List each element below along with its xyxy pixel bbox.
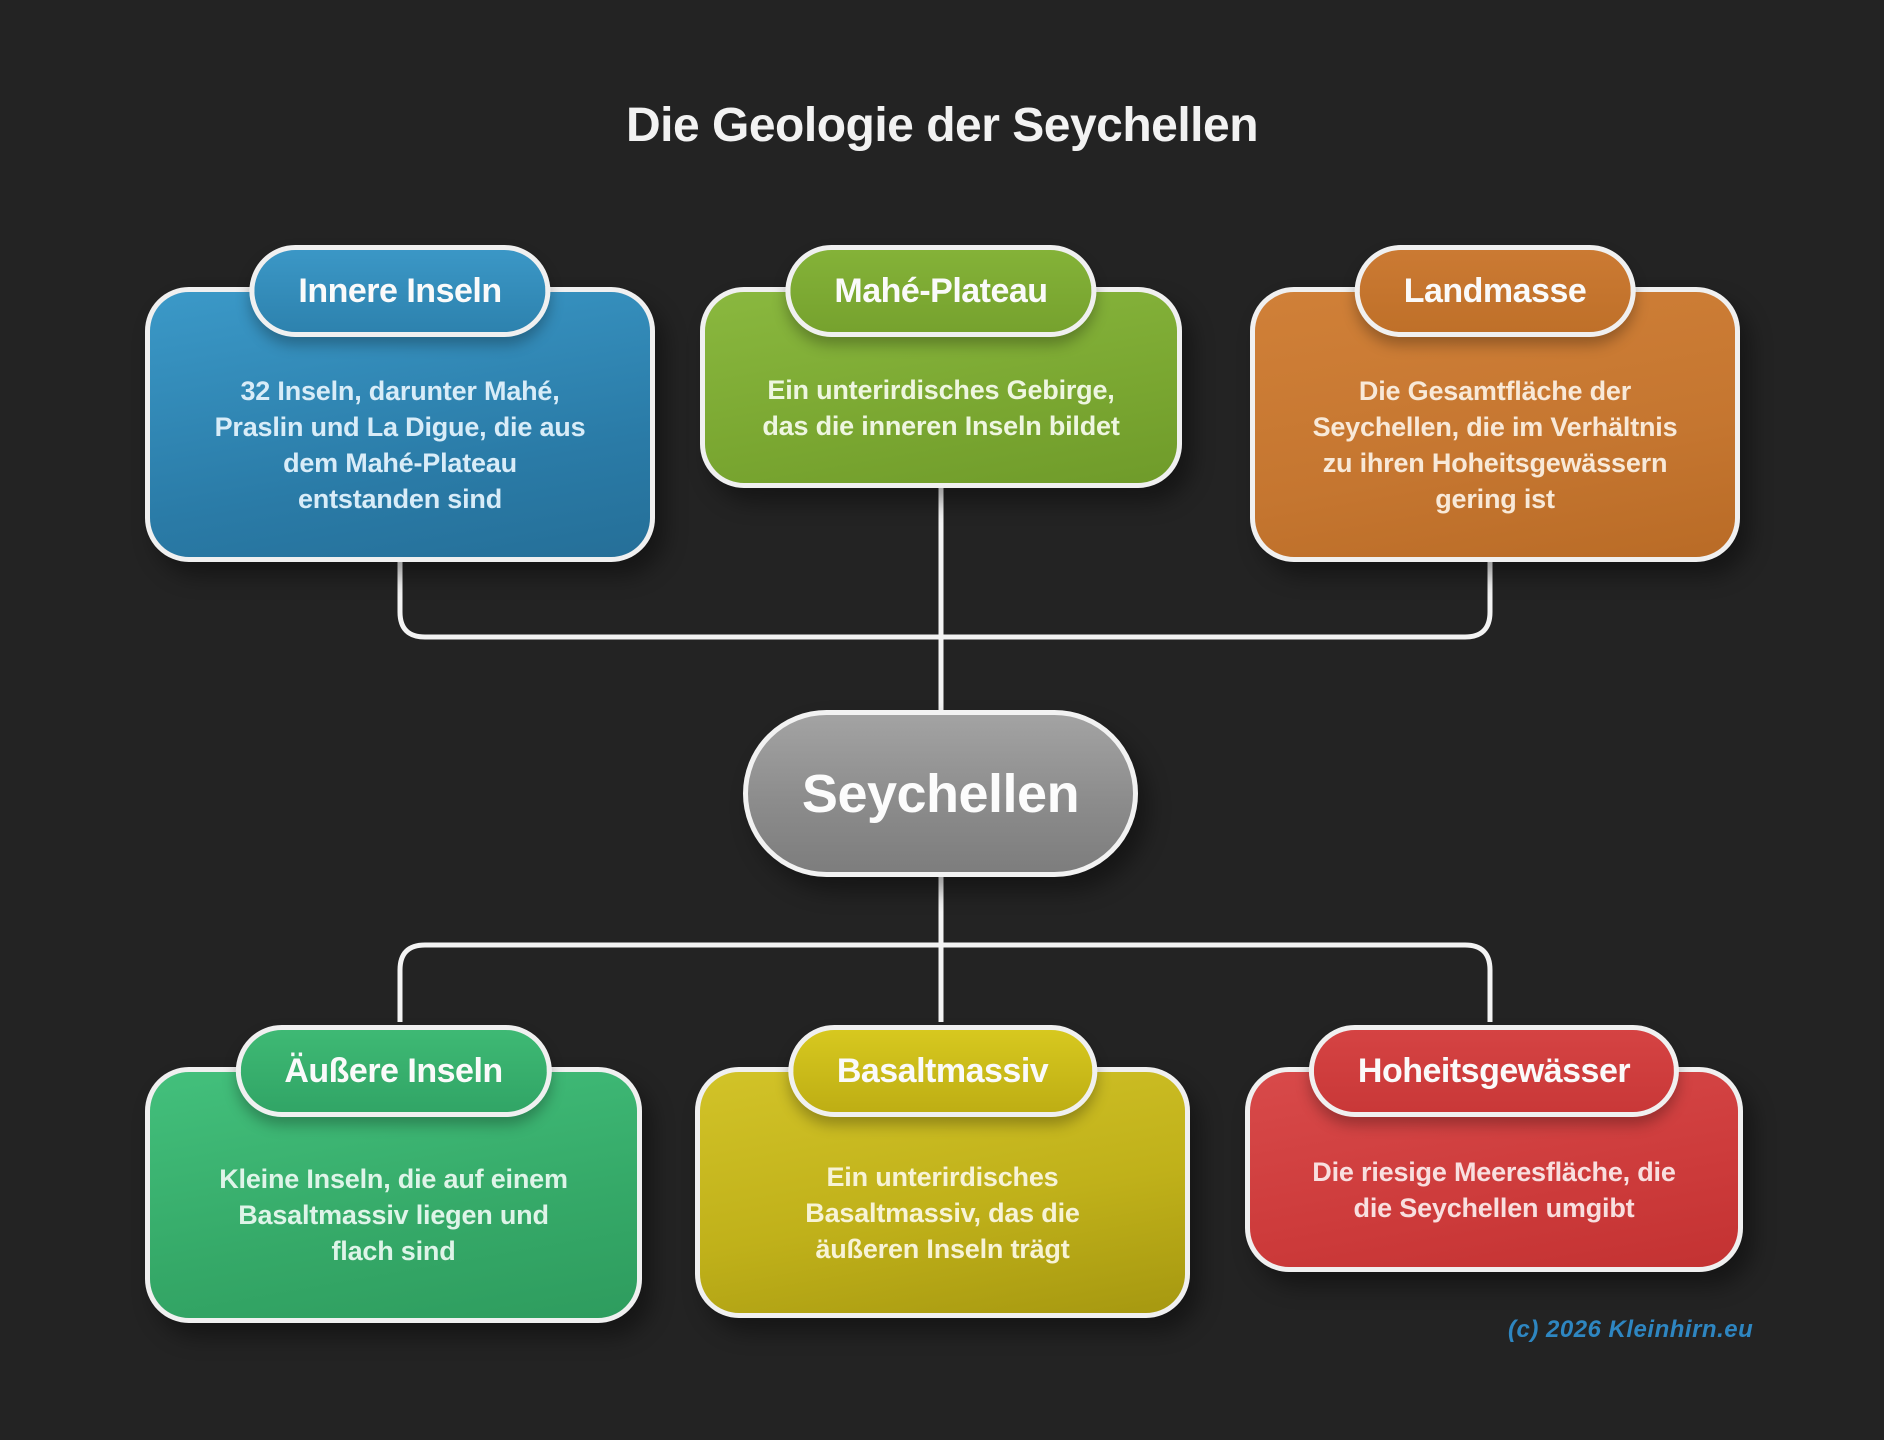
node-aeussere-inseln: Äußere Inseln Kleine Inseln, die auf ein… xyxy=(145,1025,642,1323)
node-hoheitsgewaesser: Hoheitsgewässer Die riesige Meeresfläche… xyxy=(1245,1025,1743,1272)
node-title: Hoheitsgewässer xyxy=(1357,1051,1631,1090)
node-landmasse-title-pill: Landmasse xyxy=(1354,245,1636,337)
node-seychellen-root: Seychellen xyxy=(743,710,1138,877)
connector-top-bus xyxy=(397,560,1493,640)
node-landmasse-body: Die Gesamtfläche der Seychellen, die im … xyxy=(1312,375,1678,514)
node-innere-inseln: Innere Inseln 32 Inseln, darunter Mahé, … xyxy=(145,245,655,562)
node-title: Innere Inseln xyxy=(298,271,502,310)
node-title: Mahé-Plateau xyxy=(834,271,1048,310)
node-innere-inseln-body: 32 Inseln, darunter Mahé, Praslin und La… xyxy=(214,375,586,514)
node-basaltmassiv-body: Ein unterirdisches Basaltmassiv, das die… xyxy=(805,1161,1080,1264)
node-aeussere-inseln-body: Kleine Inseln, die auf einem Basaltmassi… xyxy=(219,1164,568,1266)
node-title: Landmasse xyxy=(1403,271,1587,310)
connector-bottom-bus xyxy=(397,942,1493,1022)
node-hoheitsgewaesser-body: Die riesige Meeresfläche, die die Seyche… xyxy=(1312,1156,1676,1223)
node-title: Basaltmassiv xyxy=(836,1051,1049,1090)
page-title: Die Geologie der Seychellen xyxy=(625,99,1259,152)
node-mahe-plateau-body: Ein unterirdisches Gebirge, das die inne… xyxy=(762,374,1120,441)
node-basaltmassiv-title-pill: Basaltmassiv xyxy=(787,1025,1098,1117)
node-basaltmassiv: Basaltmassiv Ein unterirdisches Basaltma… xyxy=(695,1025,1190,1318)
node-title: Äußere Inseln xyxy=(284,1051,503,1090)
node-mahe-plateau-title-pill: Mahé-Plateau xyxy=(785,245,1097,337)
node-innere-inseln-title-pill: Innere Inseln xyxy=(249,245,551,337)
node-mahe-plateau: Mahé-Plateau Ein unterirdisches Gebirge,… xyxy=(700,245,1182,488)
node-hoheitsgewaesser-title-pill: Hoheitsgewässer xyxy=(1308,1025,1680,1117)
copyright-note: (c) 2026 Kleinhirn.eu xyxy=(1508,1316,1754,1343)
root-label: Seychellen xyxy=(801,763,1080,824)
node-landmasse: Landmasse Die Gesamtfläche der Seychelle… xyxy=(1250,245,1740,562)
node-aeussere-inseln-title-pill: Äußere Inseln xyxy=(235,1025,552,1117)
